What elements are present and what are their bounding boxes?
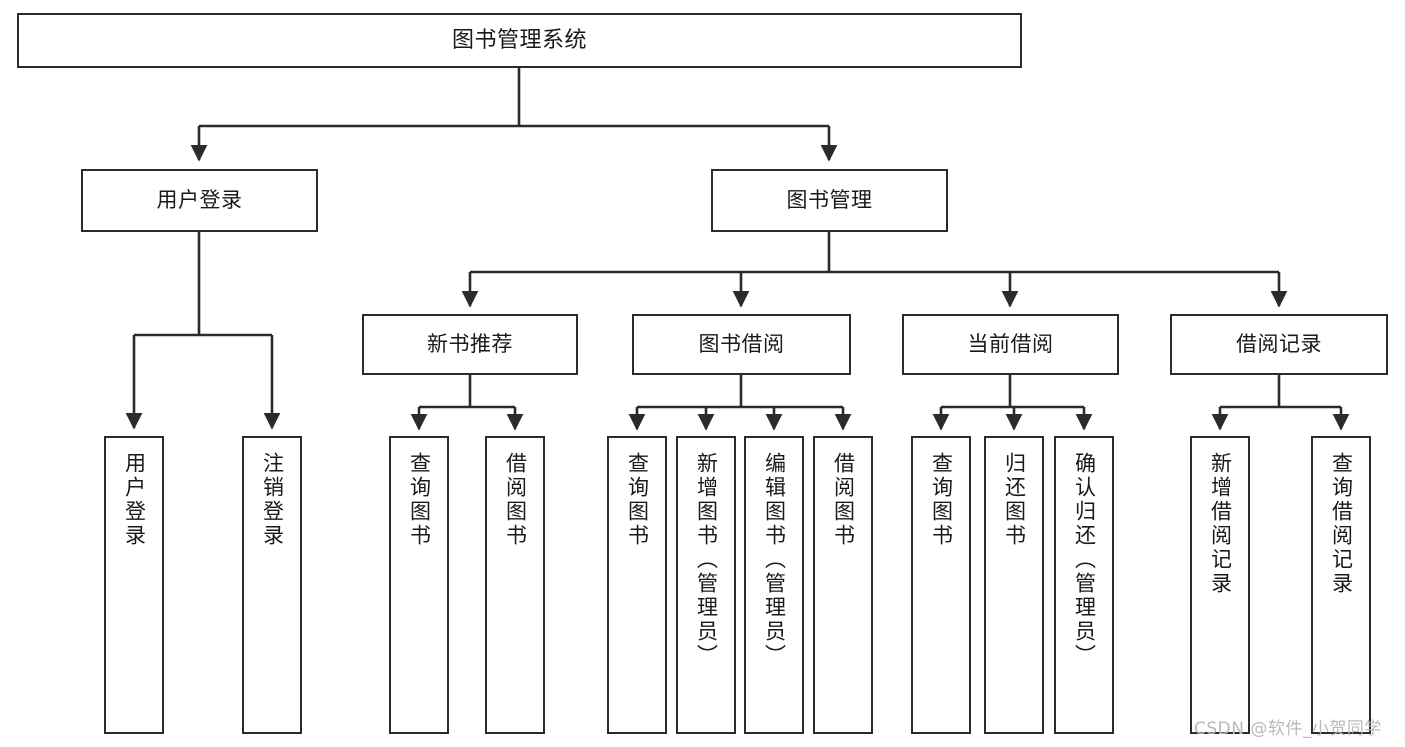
node-current-borrow[interactable]: 当前借阅	[902, 314, 1119, 375]
node-book-manage-label: 图书管理	[786, 188, 873, 213]
node-new-book-rec[interactable]: 新书推荐	[362, 314, 578, 375]
leaf-query-book-1-label: 查询图书	[407, 452, 432, 548]
node-book-borrow-label: 图书借阅	[698, 332, 785, 357]
node-borrow-record[interactable]: 借阅记录	[1170, 314, 1388, 375]
node-borrow-record-label: 借阅记录	[1236, 332, 1322, 357]
leaf-add-book-label: 新增图书（管理员）	[694, 452, 719, 668]
leaf-query-book-3-label: 查询图书	[929, 452, 954, 548]
leaf-user-login[interactable]: 用户登录	[104, 436, 164, 734]
node-current-borrow-label: 当前借阅	[967, 332, 1054, 357]
leaf-query-book-2[interactable]: 查询图书	[607, 436, 667, 734]
leaf-borrow-book-1[interactable]: 借阅图书	[485, 436, 545, 734]
watermark: CSDN @软件_小贺同学	[1194, 719, 1382, 739]
leaf-borrow-book-1-label: 借阅图书	[503, 452, 528, 548]
leaf-confirm-return[interactable]: 确认归还（管理员）	[1054, 436, 1114, 734]
leaf-borrow-book-2[interactable]: 借阅图书	[813, 436, 873, 734]
node-user-login[interactable]: 用户登录	[81, 169, 318, 232]
leaf-add-record-label: 新增借阅记录	[1208, 452, 1233, 596]
leaf-query-record-label: 查询借阅记录	[1329, 452, 1354, 596]
node-root-label: 图书管理系统	[451, 27, 587, 53]
leaf-logout-label: 注销登录	[260, 452, 285, 548]
leaf-add-record[interactable]: 新增借阅记录	[1190, 436, 1250, 734]
leaf-query-record[interactable]: 查询借阅记录	[1311, 436, 1371, 734]
leaf-borrow-book-2-label: 借阅图书	[831, 452, 856, 548]
leaf-query-book-3[interactable]: 查询图书	[911, 436, 971, 734]
node-user-login-label: 用户登录	[156, 188, 243, 213]
node-book-borrow[interactable]: 图书借阅	[632, 314, 851, 375]
leaf-logout[interactable]: 注销登录	[242, 436, 302, 734]
leaf-confirm-return-label: 确认归还（管理员）	[1072, 452, 1097, 668]
leaf-add-book[interactable]: 新增图书（管理员）	[676, 436, 736, 734]
leaf-query-book-1[interactable]: 查询图书	[389, 436, 449, 734]
leaf-edit-book-label: 编辑图书（管理员）	[762, 452, 787, 668]
leaf-return-book-label: 归还图书	[1002, 452, 1027, 548]
node-root[interactable]: 图书管理系统	[17, 13, 1022, 68]
node-book-manage[interactable]: 图书管理	[711, 169, 948, 232]
node-new-book-rec-label: 新书推荐	[427, 332, 513, 357]
leaf-edit-book[interactable]: 编辑图书（管理员）	[744, 436, 804, 734]
leaf-return-book[interactable]: 归还图书	[984, 436, 1044, 734]
leaf-query-book-2-label: 查询图书	[625, 452, 650, 548]
leaf-user-login-label: 用户登录	[122, 452, 147, 548]
